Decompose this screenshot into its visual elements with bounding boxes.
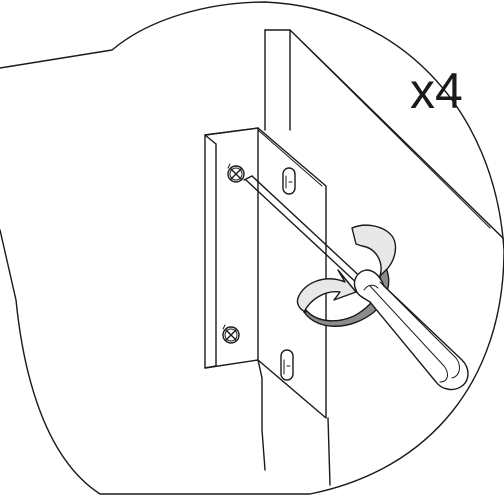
rotate-arrow-icon — [296, 224, 397, 327]
bracket-slot-top — [282, 167, 296, 195]
screw-icon — [227, 163, 245, 183]
bracket-slot-bottom — [280, 349, 294, 381]
quantity-label: x4 — [410, 63, 463, 119]
l-bracket — [204, 127, 327, 419]
screwdriver-icon — [243, 175, 469, 391]
screw-icon — [222, 324, 240, 344]
wall-panel — [261, 29, 504, 486]
